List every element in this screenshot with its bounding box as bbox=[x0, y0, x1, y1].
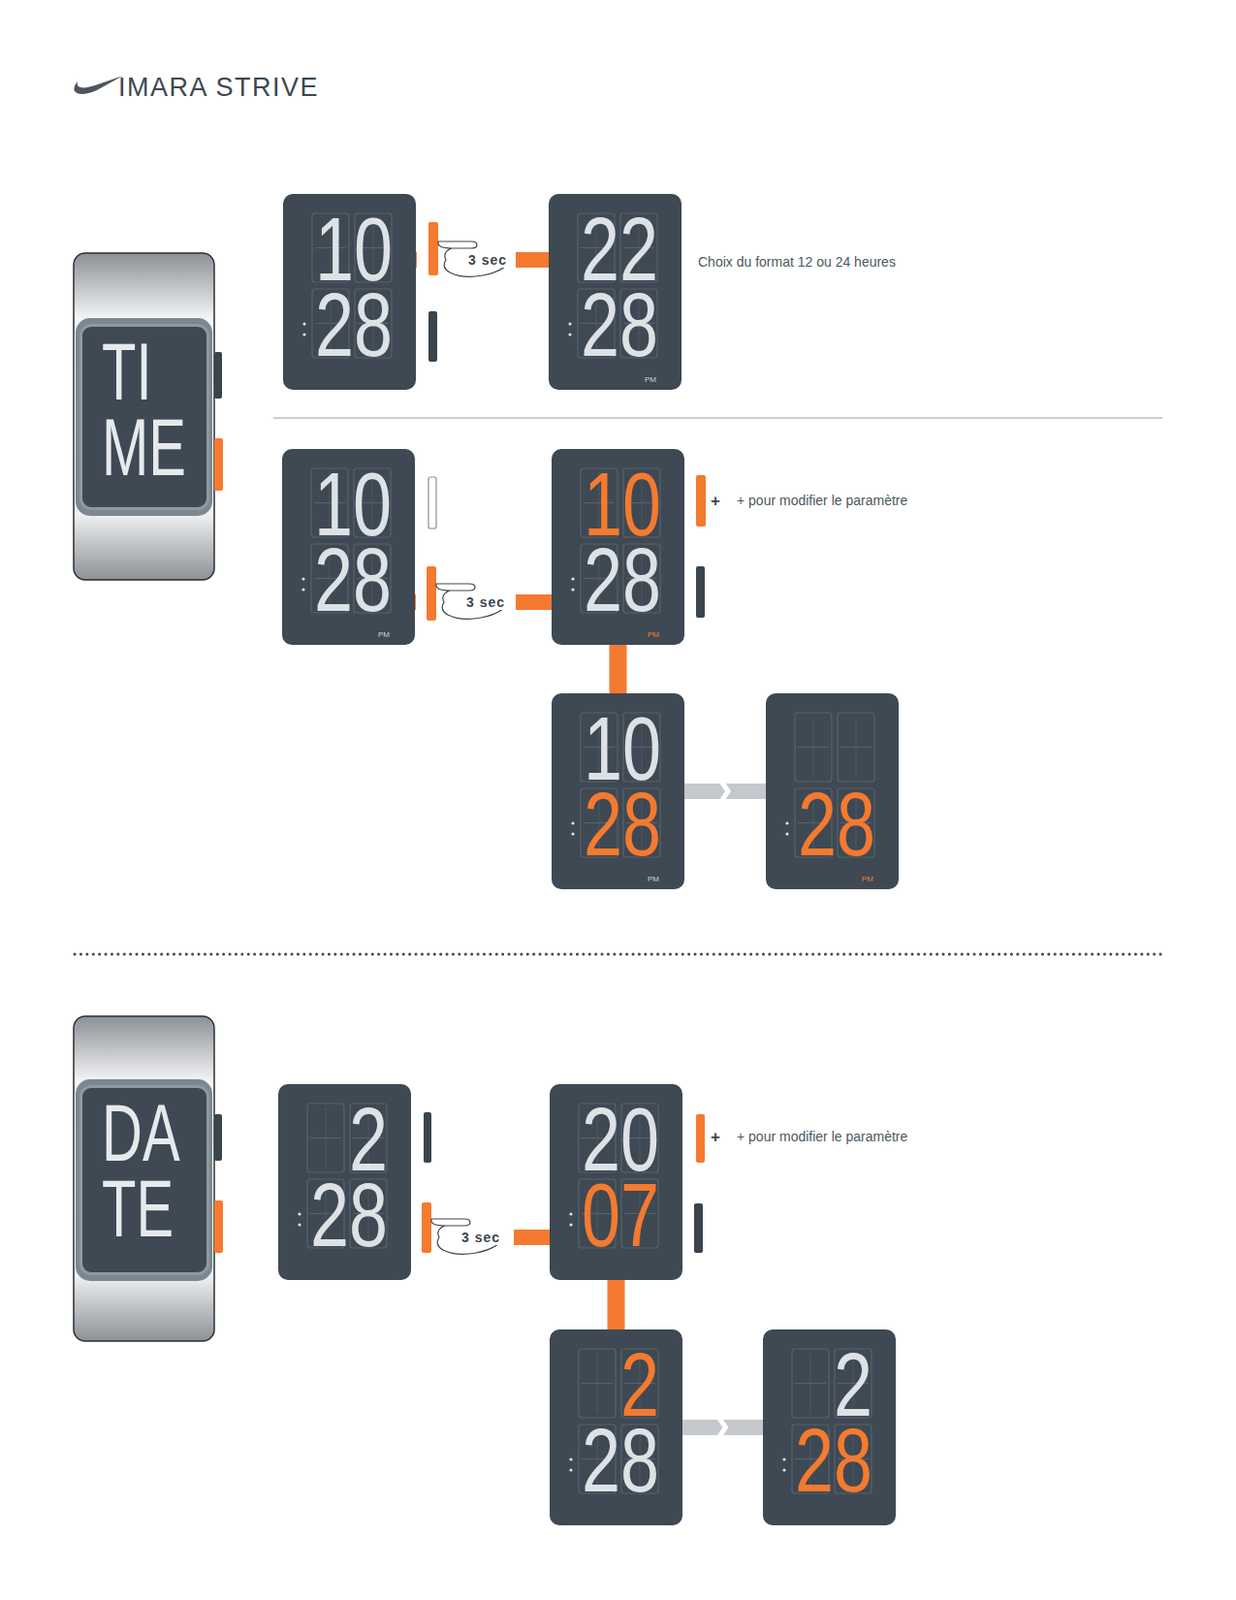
display-digits: 28 bbox=[581, 1414, 660, 1506]
mode-word: DA bbox=[101, 1091, 181, 1173]
display-digits: 28 bbox=[583, 778, 662, 870]
watch-display: 228 bbox=[762, 1329, 896, 1525]
brand-swoosh bbox=[73, 75, 124, 95]
display-digits: 28 bbox=[797, 778, 876, 870]
instruction-note: Choix du format 12 ou 24 heures bbox=[697, 254, 896, 269]
display-digits: 28 bbox=[310, 1169, 388, 1261]
watch-display: 2007 bbox=[549, 1083, 683, 1280]
orange-connector bbox=[609, 644, 628, 694]
watch-screen: TIME bbox=[79, 323, 210, 510]
plus-sign: + bbox=[710, 1128, 721, 1145]
mode-word: ME bbox=[101, 406, 187, 488]
pm-indicator: PM bbox=[378, 631, 390, 639]
connector-gap bbox=[411, 250, 516, 1247]
watch-screen: DATE bbox=[79, 1084, 210, 1275]
pm-indicator: PM bbox=[644, 376, 657, 384]
press-duration: 3 sec bbox=[463, 594, 508, 610]
dotted-divider bbox=[74, 952, 1167, 956]
press-duration: 3 sec bbox=[465, 252, 510, 268]
pm-indicator: PM bbox=[647, 875, 660, 884]
plus-sign: + bbox=[710, 492, 721, 509]
step-arrow bbox=[684, 783, 766, 799]
watch-body bbox=[73, 1015, 223, 1341]
watch-display: 1028PM bbox=[551, 693, 685, 889]
display-digits: 28 bbox=[583, 534, 662, 626]
watch-display: 1028PM bbox=[551, 448, 685, 645]
watch-display: 2228PM bbox=[548, 193, 682, 390]
press-duration: 3 sec bbox=[458, 1229, 504, 1245]
mode-word: TI bbox=[101, 330, 153, 412]
pm-indicator: PM bbox=[861, 875, 874, 884]
display-digits: 28 bbox=[315, 279, 393, 371]
display-digits: 28 bbox=[794, 1414, 873, 1506]
watch-display: 28PM bbox=[765, 693, 899, 889]
instruction-note: + pour modifier le paramètre bbox=[736, 493, 908, 508]
pm-indicator: PM bbox=[647, 631, 660, 639]
step-arrow bbox=[682, 1419, 763, 1435]
watch-body bbox=[73, 253, 223, 580]
watch-display: 1028PM bbox=[282, 448, 415, 645]
display-digits: 07 bbox=[581, 1169, 660, 1261]
watch-display: 228 bbox=[549, 1329, 683, 1525]
page-title: IMARA STRIVE bbox=[118, 74, 319, 101]
display-digits: 28 bbox=[580, 279, 659, 371]
instruction-note: + pour modifier le paramètre bbox=[736, 1129, 908, 1143]
display-digits: 28 bbox=[314, 534, 392, 626]
orange-connector bbox=[607, 1279, 626, 1330]
divider-line bbox=[273, 416, 1163, 418]
watch-display: 1028 bbox=[283, 193, 416, 390]
mode-word: TE bbox=[101, 1167, 174, 1249]
watch-display: 228 bbox=[278, 1083, 412, 1280]
